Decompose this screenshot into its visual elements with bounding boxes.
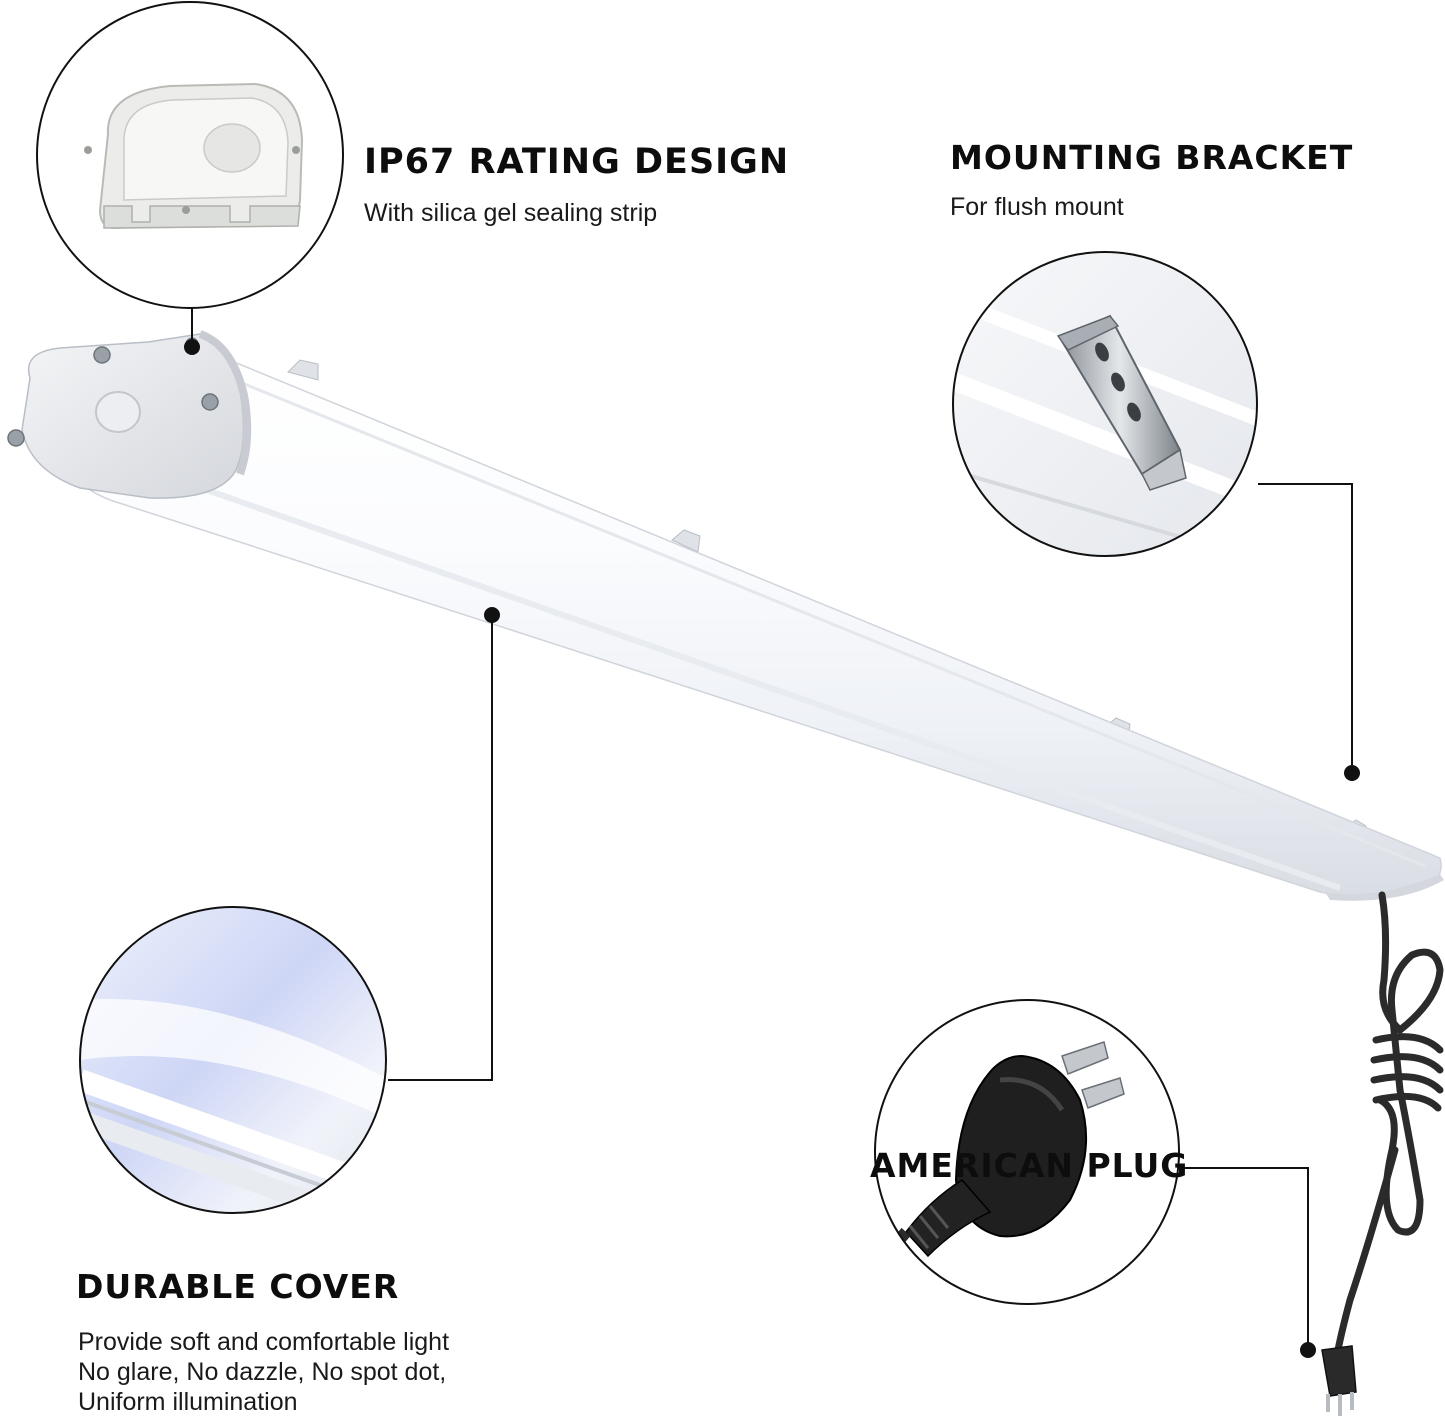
- durable-cover-description: Provide soft and comfortable light No gl…: [78, 1327, 449, 1417]
- durable-cover-inset: [79, 906, 387, 1214]
- callout-dots: [184, 339, 1360, 1358]
- mounting-bracket-inset: [952, 251, 1258, 557]
- american-plug-title: AMERICAN PLUG: [870, 1146, 1189, 1185]
- mounting-bracket-subtitle: For flush mount: [950, 193, 1124, 221]
- durable-cover-line: Provide soft and comfortable light: [78, 1328, 450, 1356]
- callout-lines: [191, 308, 1353, 1348]
- durable-cover-line: No glare, No dazzle, No spot dot,: [78, 1358, 447, 1386]
- ip67-subtitle: With silica gel sealing strip: [364, 199, 658, 227]
- durable-cover-title: DURABLE COVER: [76, 1267, 400, 1306]
- led-tube-fixture: [7, 330, 1444, 901]
- mounting-bracket-title: MOUNTING BRACKET: [950, 138, 1354, 177]
- plug-head-icon: [1321, 1345, 1357, 1416]
- ip67-detail-inset: [36, 1, 344, 309]
- power-cord: [1334, 891, 1444, 1354]
- american-plug-inset: [874, 999, 1180, 1305]
- ip67-title: IP67 RATING DESIGN: [364, 142, 790, 182]
- durable-cover-line: Uniform illumination: [78, 1388, 298, 1416]
